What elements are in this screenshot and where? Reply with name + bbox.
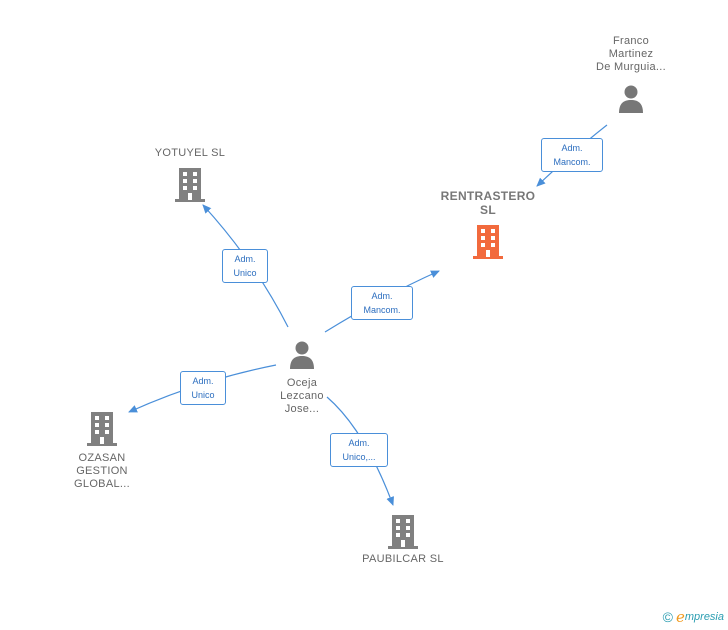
copyright-icon: ©	[662, 609, 673, 625]
edge-role-line: Mancom.	[363, 305, 401, 315]
node-ozasan[interactable]: OZASAN GESTION GLOBAL...	[52, 410, 152, 491]
node-label-line: Franco	[612, 35, 650, 47]
building-icon	[87, 412, 117, 446]
node-franco-martinez[interactable]: Franco Martinez De Murguia...	[580, 35, 682, 114]
edge-role-line: Unico	[233, 268, 257, 278]
edge-role-line: Adm.	[234, 254, 256, 264]
brand-logo-text: mpresia	[684, 611, 724, 623]
empresia-footer[interactable]: © e mpresia	[663, 608, 724, 626]
node-oceja-lezcano[interactable]: Oceja Lezcano Jose...	[252, 340, 352, 416]
building-icon	[473, 225, 503, 259]
node-rentrastero[interactable]: RENTRASTERO SL	[430, 189, 546, 259]
edge-role-line: Mancom.	[553, 157, 591, 167]
edge-label-oceja-ozasan[interactable]: Adm. Unico	[180, 371, 226, 405]
edge-role-line: Adm.	[561, 143, 583, 153]
edge-label-oceja-rentrastero[interactable]: Adm. Mancom.	[351, 286, 413, 320]
node-label-line: GESTION	[76, 465, 128, 477]
node-label-line: Oceja	[286, 377, 318, 389]
node-label-line: GLOBAL...	[74, 478, 130, 490]
edge-role-line: Adm.	[371, 291, 393, 301]
node-label-line: YOTUYEL SL	[154, 147, 226, 159]
edge-role-line: Unico,...	[342, 452, 376, 462]
edge-role-line: Unico	[191, 390, 215, 400]
node-label-line: PAUBILCAR SL	[362, 553, 444, 565]
node-label-line: Jose...	[284, 403, 320, 415]
edge-label-oceja-yotuyel[interactable]: Adm. Unico	[222, 249, 268, 283]
node-label-line: RENTRASTERO	[440, 189, 536, 203]
node-label-line: OZASAN	[78, 452, 126, 464]
brand-logo-initial: e	[675, 608, 685, 626]
building-icon	[175, 168, 205, 202]
node-label-line: SL	[480, 203, 496, 217]
node-label-line: Martinez	[608, 48, 654, 60]
edge-label-franco-rentrastero[interactable]: Adm. Mancom.	[541, 138, 603, 172]
node-label-line: De Murguia...	[596, 61, 666, 73]
building-icon	[388, 515, 418, 549]
node-yotuyel[interactable]: YOTUYEL SL	[140, 147, 240, 202]
edge-role-line: Adm.	[348, 438, 370, 448]
edge-role-line: Adm.	[192, 376, 214, 386]
node-label-line: Lezcano	[280, 390, 324, 402]
node-paubilcar[interactable]: PAUBILCAR SL	[353, 513, 453, 566]
person-icon	[290, 341, 314, 369]
edge-label-oceja-paubilcar[interactable]: Adm. Unico,...	[330, 433, 388, 467]
person-icon	[619, 85, 643, 113]
